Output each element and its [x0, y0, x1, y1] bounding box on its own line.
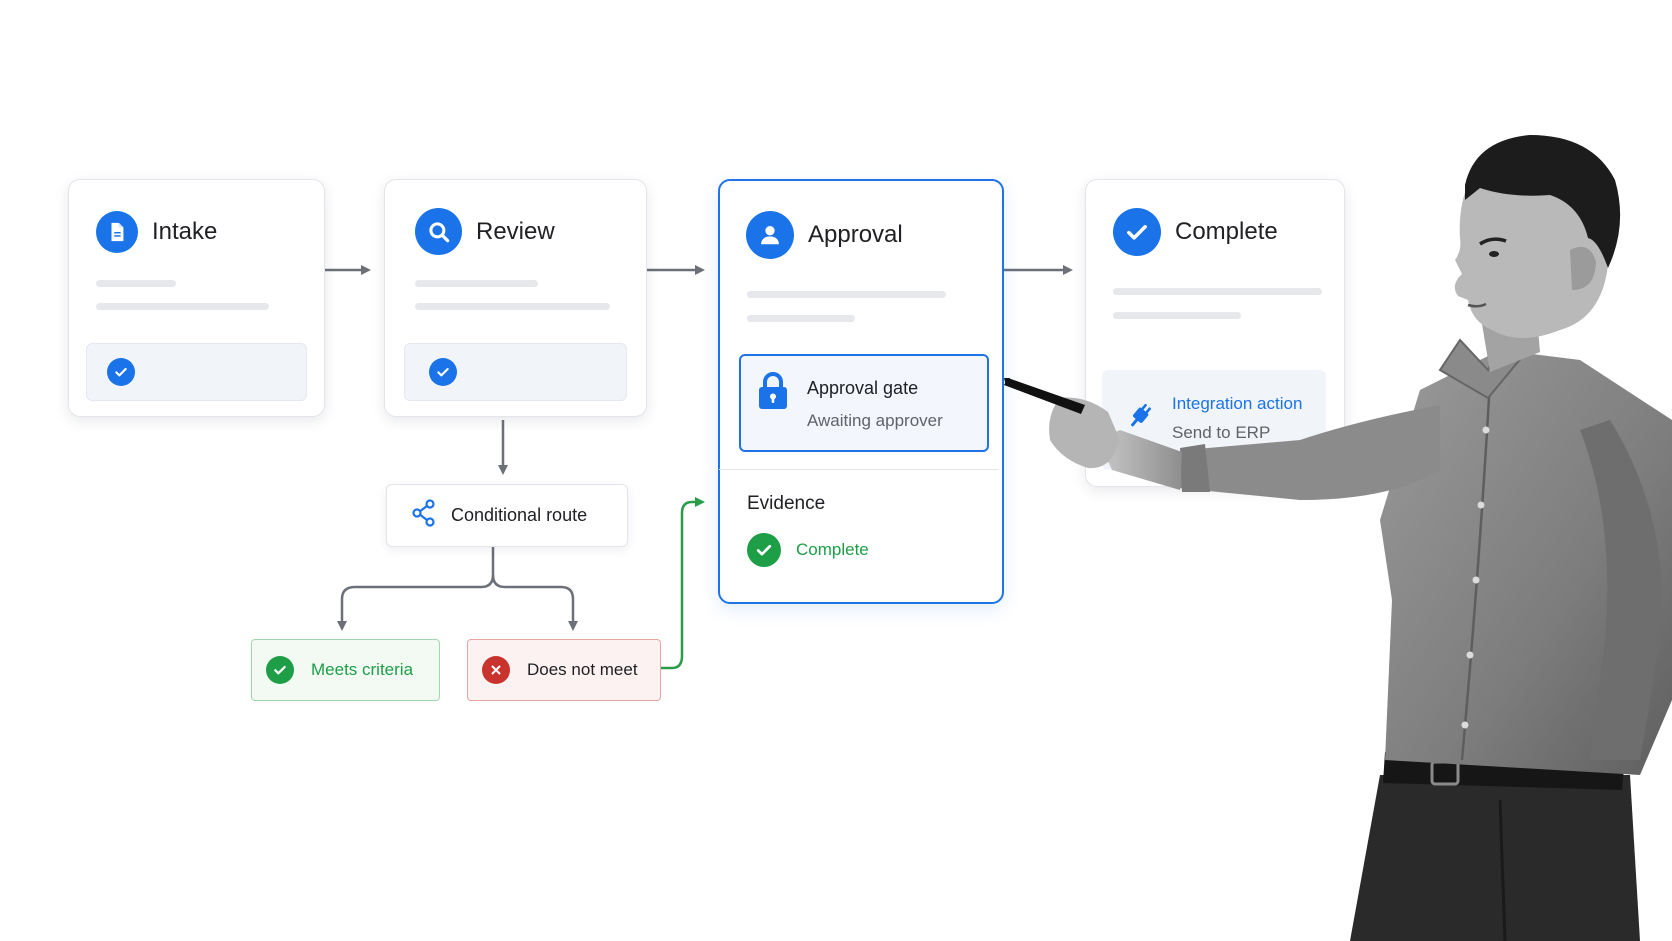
evidence-status: Complete — [747, 533, 869, 567]
lock-icon — [756, 371, 790, 416]
skeleton-line — [747, 315, 855, 322]
skeleton-line — [96, 303, 269, 310]
person-icon — [746, 211, 794, 259]
document-icon — [96, 211, 138, 253]
outcome-does-not-meet[interactable]: Does not meet — [467, 639, 661, 701]
approval-gate-status: Awaiting approver — [807, 411, 943, 430]
skeleton-line — [1113, 312, 1241, 319]
conditional-route-label: Conditional route — [451, 505, 588, 525]
approval-step-title: Approval — [808, 221, 903, 248]
complete-step-title: Complete — [1175, 218, 1278, 245]
skeleton-line — [415, 303, 610, 310]
intake-step-header: Intake — [96, 211, 217, 253]
approval-gate-title: Approval gate — [807, 378, 919, 398]
plug-icon — [1124, 400, 1156, 437]
approval-step-header: Approval — [746, 211, 903, 259]
conditional-route[interactable]: Conditional route — [386, 484, 628, 547]
divider — [719, 469, 999, 470]
share-icon — [411, 499, 437, 532]
approval-gate[interactable]: Approval gate Awaiting approver — [739, 354, 989, 452]
check-icon — [1113, 208, 1161, 256]
evidence-label: Evidence — [747, 493, 826, 514]
skeleton-line — [747, 291, 946, 298]
outcome-not-meet-label: Does not meet — [527, 660, 638, 679]
integration-action[interactable]: Integration action Send to ERP — [1102, 370, 1326, 470]
skeleton-line — [96, 280, 176, 287]
skeleton-line — [1113, 288, 1322, 295]
skeleton-line — [415, 280, 538, 287]
evidence-status-text: Complete — [796, 540, 869, 559]
success-check-icon — [747, 533, 781, 567]
error-x-icon — [482, 656, 510, 684]
integration-action-subtitle: Send to ERP — [1172, 423, 1271, 442]
search-icon — [415, 208, 462, 255]
complete-step-header: Complete — [1113, 208, 1278, 256]
integration-action-title: Integration action — [1172, 394, 1303, 413]
check-icon — [107, 358, 135, 386]
check-icon — [429, 358, 457, 386]
review-step-header: Review — [415, 208, 555, 255]
success-check-icon — [266, 656, 294, 684]
outcome-meets-criteria[interactable]: Meets criteria — [251, 639, 440, 701]
intake-step-title: Intake — [152, 218, 218, 245]
review-step-title: Review — [476, 217, 555, 245]
outcome-meets-label: Meets criteria — [311, 660, 414, 679]
